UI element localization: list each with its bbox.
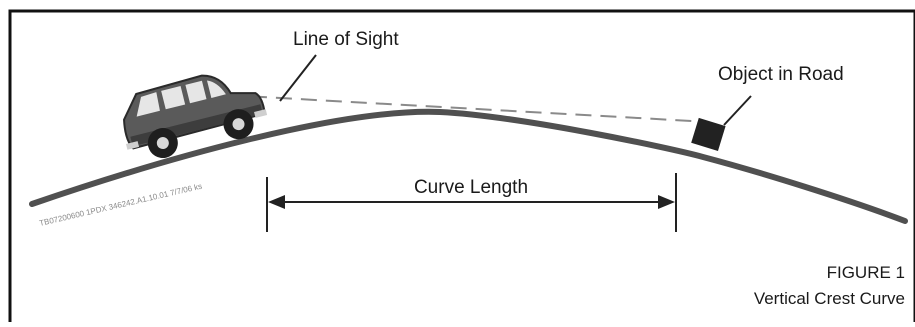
sight-line (225, 94, 693, 122)
vehicle-windshield (207, 80, 226, 98)
figure-number: FIGURE 1 (827, 263, 905, 282)
curve-length-label: Curve Length (414, 177, 528, 198)
arrow-right-icon (658, 195, 675, 209)
vehicle-window-rear (136, 92, 160, 117)
object-in-road-label: Object in Road (718, 64, 844, 85)
line-of-sight-label: Line of Sight (293, 29, 399, 50)
vehicle-wheel-rear (147, 128, 178, 159)
vehicle-wheel-front (223, 109, 254, 140)
object-in-road (691, 117, 726, 151)
figure-title: Vertical Crest Curve (754, 289, 905, 308)
vehicle-window-front (185, 80, 207, 104)
vehicle-window-mid (161, 86, 186, 110)
curve-length-dimension (266, 173, 677, 232)
road-curve (29, 108, 908, 224)
vehicle (123, 74, 268, 159)
object-leader-line (723, 95, 752, 126)
sight-leader-line (279, 54, 317, 102)
frame-border (8, 9, 915, 322)
source-stamp: TB07200600 1PDX 346242.A1.10.01 7/7/06 k… (38, 182, 203, 228)
arrow-left-icon (268, 195, 285, 209)
